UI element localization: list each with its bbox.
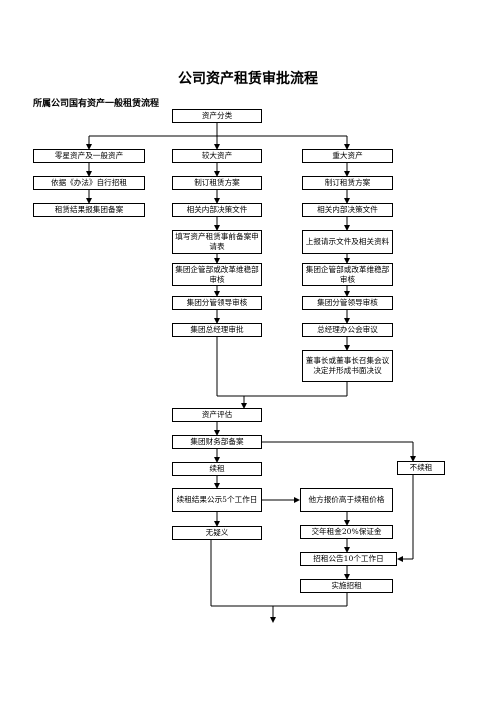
- node-major-assets[interactable]: 重大资产: [302, 149, 393, 163]
- node-leader-review-major[interactable]: 集团分管领导审核: [302, 296, 393, 310]
- node-decision-mid[interactable]: 相关内部决策文件: [172, 203, 262, 217]
- node-publicize[interactable]: 续租结果公示5个工作日: [172, 488, 262, 512]
- node-execute-tender[interactable]: 实施招租: [300, 579, 393, 593]
- node-dept-review-major[interactable]: 集团企管部或改革维稳部审核: [302, 263, 393, 286]
- node-tender-announcement[interactable]: 招租公告10个工作日: [300, 552, 397, 566]
- node-report-group[interactable]: 租赁结果报集团备案: [33, 203, 145, 217]
- node-self-lease[interactable]: 依据《办法》自行招租: [33, 176, 145, 190]
- page-subtitle: 所属公司国有资产一般租赁流程: [33, 99, 160, 109]
- node-plan-major[interactable]: 制订租赁方案: [302, 176, 393, 190]
- node-decision-major[interactable]: 相关内部决策文件: [302, 203, 393, 217]
- node-dept-review-mid[interactable]: 集团企管部或改革维稳部审核: [172, 263, 262, 286]
- node-higher-bid[interactable]: 他方报价高于续租价格: [300, 488, 393, 512]
- node-submit-docs[interactable]: 上报请示文件及相关资料: [302, 230, 393, 254]
- node-finance-filing[interactable]: 集团财务部备案: [172, 435, 262, 449]
- node-no-renew[interactable]: 不续租: [397, 461, 445, 475]
- node-small-assets[interactable]: 零星资产及一般资产: [33, 149, 145, 163]
- node-larger-assets[interactable]: 较大资产: [172, 149, 262, 163]
- node-leader-review-mid[interactable]: 集团分管领导审核: [172, 296, 262, 310]
- node-no-objection[interactable]: 无疑义: [172, 526, 262, 540]
- node-gm-office-meeting[interactable]: 总经理办公会审议: [302, 323, 393, 337]
- node-asset-valuation[interactable]: 资产评估: [172, 408, 262, 422]
- node-asset-classification[interactable]: 资产分类: [172, 109, 262, 123]
- node-renew[interactable]: 续租: [172, 462, 262, 476]
- node-gm-approval[interactable]: 集团总经理审批: [172, 323, 262, 337]
- node-board-decision[interactable]: 董事长或董事长召集会议决定并形成书面决议: [302, 350, 393, 382]
- node-filing-form[interactable]: 填写资产租赁事前备案申请表: [172, 230, 262, 254]
- node-plan-mid[interactable]: 制订租赁方案: [172, 176, 262, 190]
- page-title: 公司资产租赁审批流程: [178, 71, 318, 87]
- node-deposit[interactable]: 交年租金20%保证金: [300, 525, 393, 539]
